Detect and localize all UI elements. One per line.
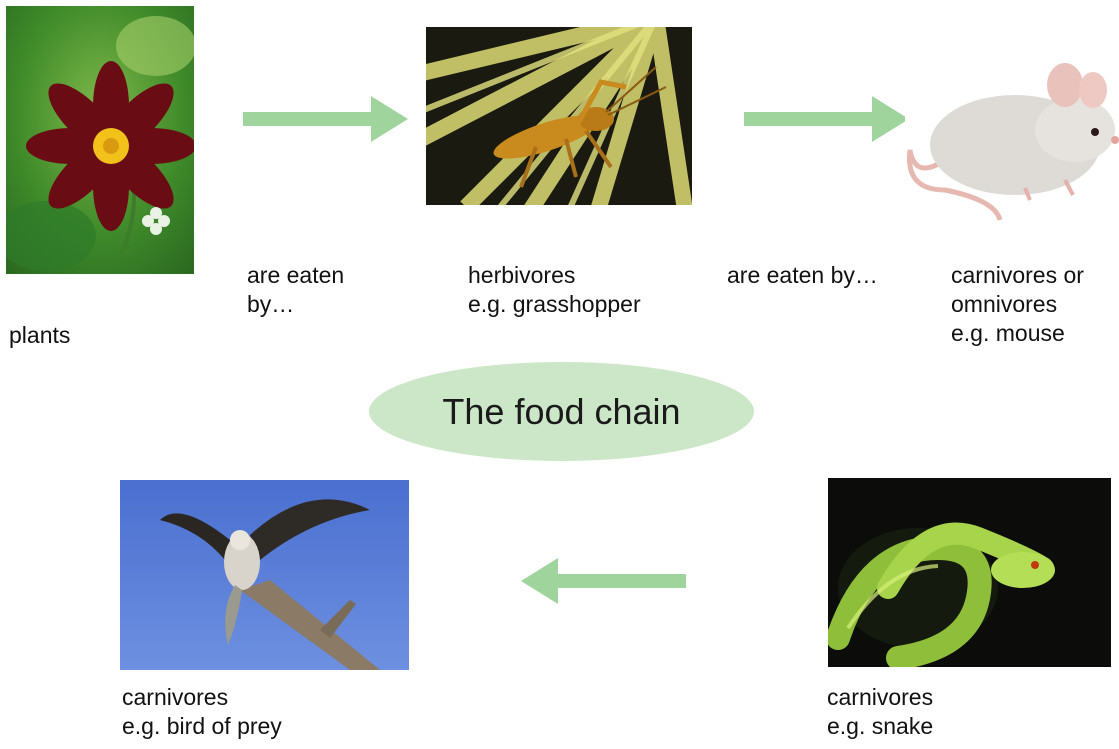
herbivores-line: herbivores	[468, 261, 641, 290]
mouse-image	[905, 40, 1119, 225]
herbivores-example: e.g. grasshopper	[468, 290, 641, 319]
arrow-head	[371, 96, 408, 142]
arrow-shaft	[554, 574, 686, 588]
right-arrow-icon	[243, 96, 408, 142]
arrow-shaft	[744, 112, 876, 126]
arrow-shaft	[243, 112, 375, 126]
left-arrow-icon	[521, 558, 686, 604]
mouse-example: e.g. mouse	[951, 319, 1084, 348]
grasshopper-image	[426, 27, 692, 205]
snake-image	[828, 478, 1111, 667]
arrow-head	[872, 96, 909, 142]
eaten-by-line-1: are eaten	[247, 261, 344, 290]
right-arrow-icon	[744, 96, 909, 142]
eaten-by-label-2: are eaten by…	[727, 261, 878, 290]
snake-label: carnivores e.g. snake	[827, 683, 933, 741]
flower-image	[6, 6, 194, 274]
bird-of-prey-label: carnivores e.g. bird of prey	[122, 683, 282, 741]
bird-line: carnivores	[122, 683, 282, 712]
diagram-title: The food chain	[442, 391, 680, 433]
mouse-label: carnivores or omnivores e.g. mouse	[951, 261, 1084, 348]
plants-label: plants	[9, 321, 70, 350]
bird-example: e.g. bird of prey	[122, 712, 282, 741]
snake-line: carnivores	[827, 683, 933, 712]
mouse-line-2: omnivores	[951, 290, 1084, 319]
eaten-by-line-2: by…	[247, 290, 344, 319]
title-ellipse: The food chain	[369, 362, 754, 461]
bird-of-prey-image	[120, 480, 409, 670]
mouse-line-1: carnivores or	[951, 261, 1084, 290]
snake-example: e.g. snake	[827, 712, 933, 741]
eaten-by-label-1: are eaten by…	[247, 261, 344, 319]
herbivores-label: herbivores e.g. grasshopper	[468, 261, 641, 319]
arrow-head	[521, 558, 558, 604]
